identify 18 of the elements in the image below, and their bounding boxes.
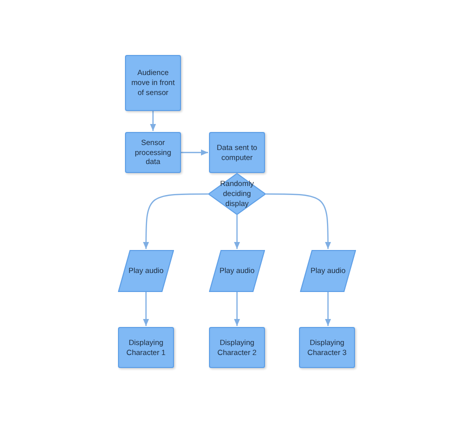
input-output-parallelogram bbox=[300, 250, 356, 292]
arrow bbox=[150, 111, 156, 131]
process-box bbox=[125, 55, 181, 111]
process-box bbox=[209, 132, 265, 173]
decision-diamond bbox=[208, 173, 266, 215]
arrow bbox=[234, 292, 240, 326]
process-box bbox=[125, 132, 181, 173]
arrow bbox=[325, 292, 331, 326]
arrow bbox=[181, 150, 208, 156]
process-box bbox=[209, 327, 265, 368]
arrow bbox=[234, 215, 240, 249]
arrow bbox=[143, 292, 149, 326]
arrow bbox=[266, 193, 331, 249]
input-output-parallelogram bbox=[118, 250, 174, 292]
input-output-parallelogram bbox=[209, 250, 265, 292]
process-box bbox=[299, 327, 355, 368]
process-box bbox=[118, 327, 174, 368]
arrow bbox=[143, 193, 208, 249]
